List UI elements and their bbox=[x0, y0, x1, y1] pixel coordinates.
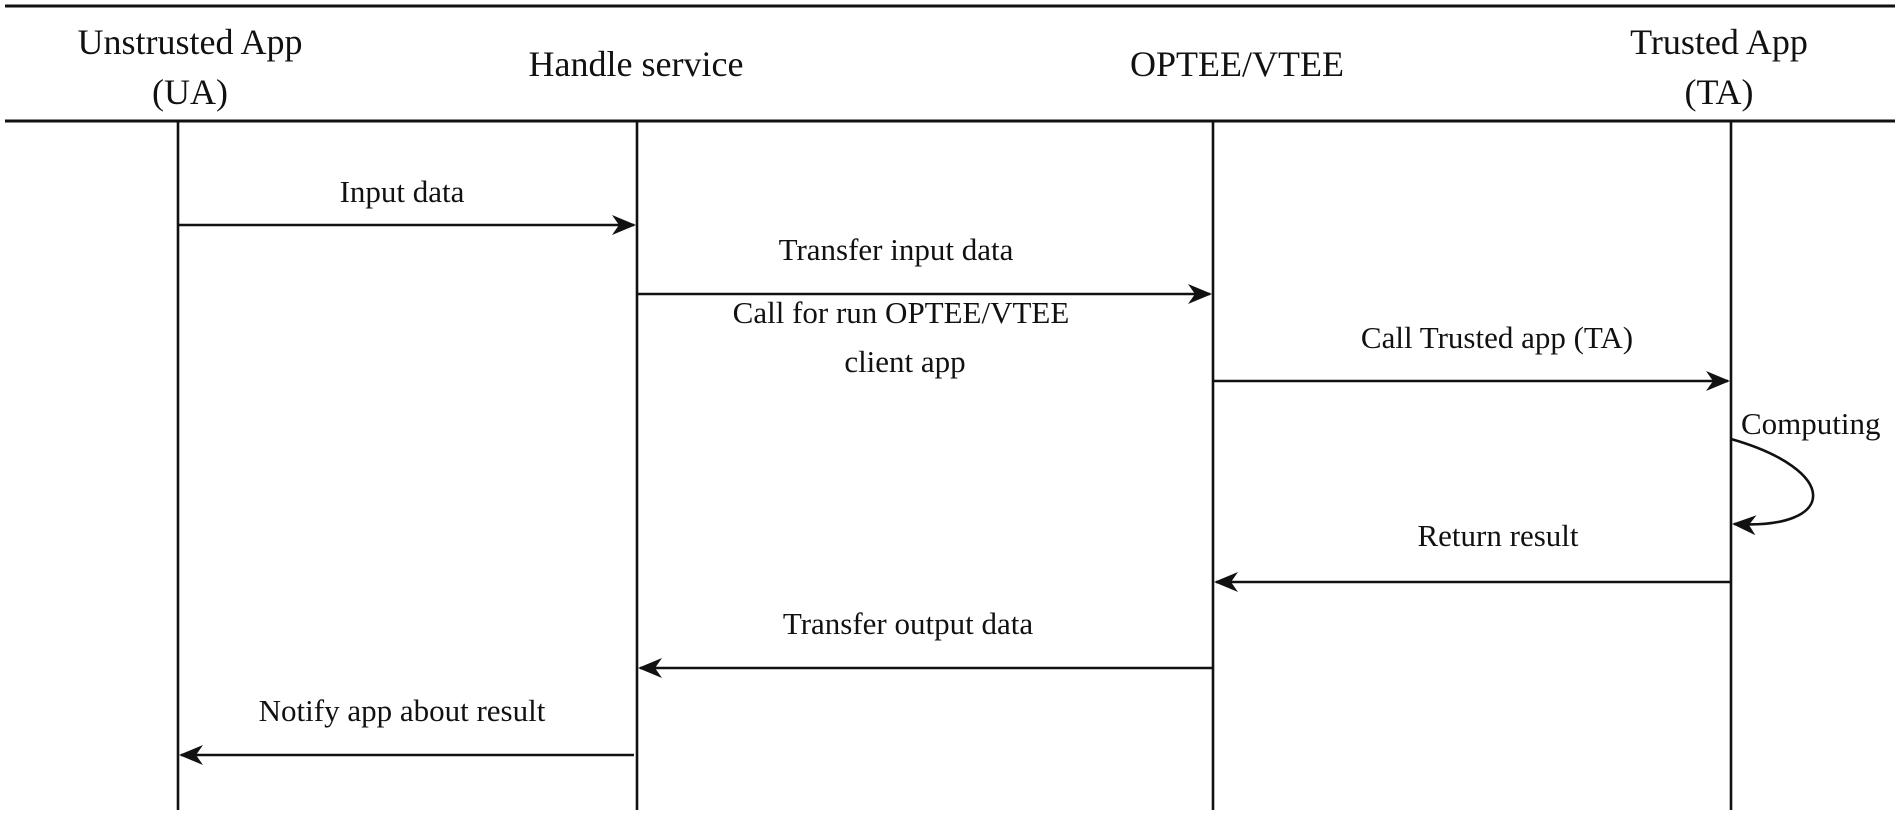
label-return-result: Return result bbox=[1418, 518, 1579, 553]
label-transfer-input-data: Transfer input data bbox=[779, 232, 1014, 267]
participant-tee-title: OPTEE/VTEE bbox=[1130, 44, 1344, 84]
arrow-computing-loop bbox=[1730, 437, 1815, 536]
participant-hs-title: Handle service bbox=[529, 44, 744, 84]
participant-ta-title: Trusted App bbox=[1630, 22, 1808, 62]
label-computing: Computing bbox=[1741, 406, 1881, 441]
participant-ta-abbrev: (TA) bbox=[1684, 72, 1753, 112]
participant-ua-abbrev: (UA) bbox=[152, 72, 228, 112]
participant-ua-title: Unstrusted App bbox=[78, 22, 303, 62]
label-transfer-output-data: Transfer output data bbox=[783, 606, 1033, 641]
label-call-trusted-app: Call Trusted app (TA) bbox=[1361, 320, 1633, 355]
label-call-run-client-line2: client app bbox=[844, 344, 965, 379]
label-input-data: Input data bbox=[340, 174, 465, 209]
label-notify-app: Notify app about result bbox=[259, 693, 546, 728]
label-call-run-client-line1: Call for run OPTEE/VTEE bbox=[733, 295, 1070, 330]
